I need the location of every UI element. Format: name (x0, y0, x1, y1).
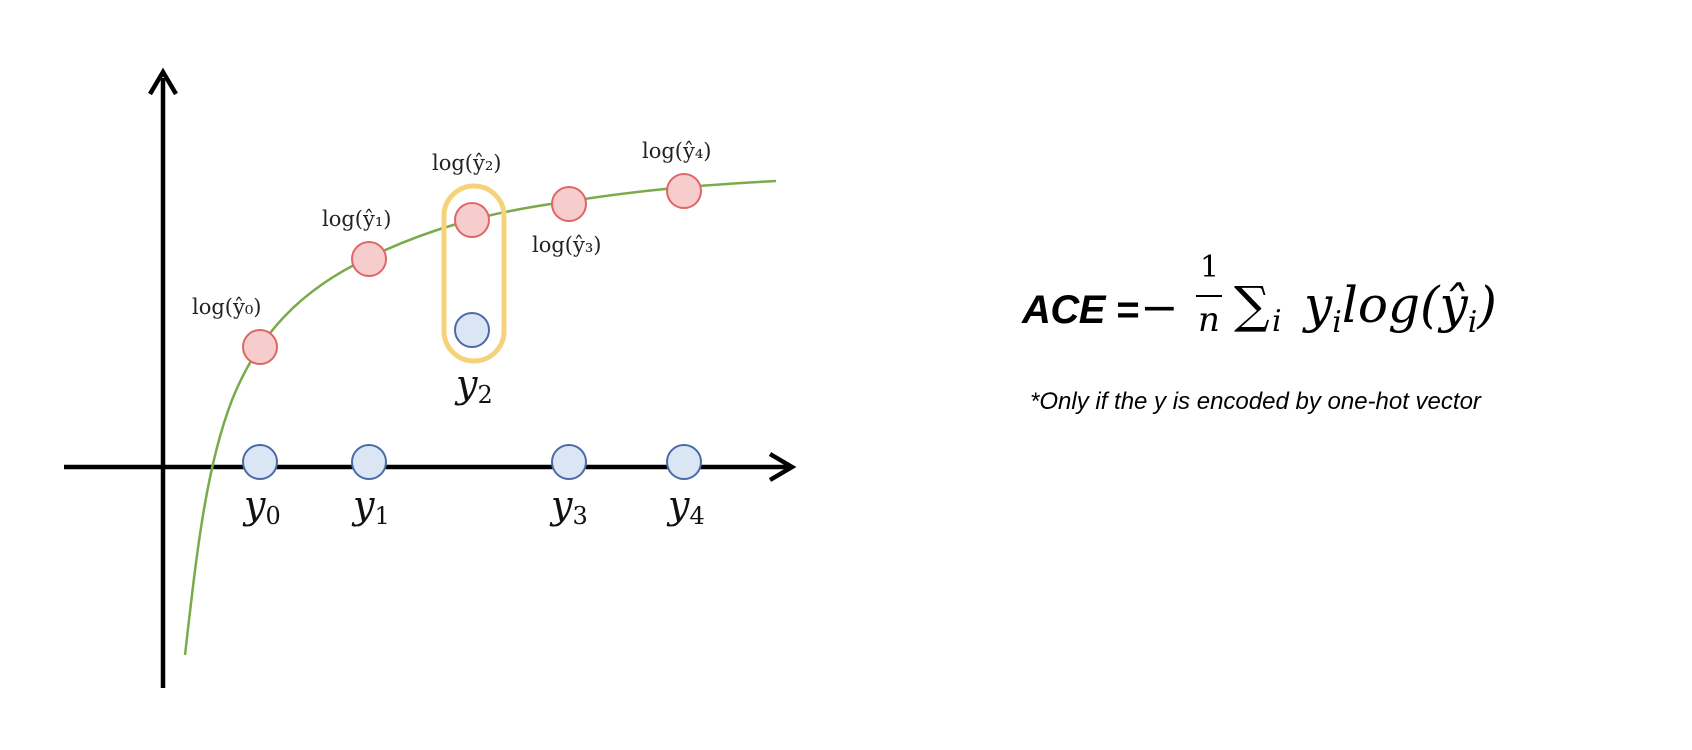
target-point-0 (242, 444, 278, 480)
log-curve-diagram: log(ŷ₀) log(ŷ₁) log(ŷ₂) log(ŷ₃) log(ŷ₄) … (64, 67, 797, 688)
formula-minus: − (1140, 280, 1179, 334)
log-curve (183, 179, 777, 656)
formula-yhat-sub: i (1467, 305, 1478, 340)
pred-label-1: log(ŷ₁) (322, 207, 391, 231)
pred-point-3 (551, 186, 587, 222)
target-label-4: y4 (666, 483, 705, 530)
formula-y: y (1304, 276, 1333, 334)
pred-label-0: log(ŷ₀) (192, 295, 261, 319)
x-axis-arrow-icon (768, 452, 797, 482)
target-point-3 (551, 444, 587, 480)
y-axis-arrow-icon (148, 67, 178, 96)
formula-yhat: ŷ (1439, 276, 1468, 334)
formula-log: log( (1341, 276, 1440, 334)
formula-term: yilog(ŷi) (1304, 276, 1497, 340)
pred-label-2: log(ŷ₂) (432, 151, 501, 175)
formula-sigma: ∑ (1234, 276, 1270, 334)
formula-fraction-bar (1196, 295, 1222, 297)
pred-point-0 (242, 329, 278, 365)
pred-point-4 (666, 173, 702, 209)
target-point-2 (454, 312, 490, 348)
highlight-box (441, 183, 507, 364)
target-point-1 (351, 444, 387, 480)
formula-close: ) (1477, 276, 1497, 334)
formula-lhs: ACE = (1022, 288, 1139, 332)
one-hot-note: *Only if the y is encoded by one-hot vec… (1030, 388, 1481, 415)
pred-point-1 (351, 241, 387, 277)
ace-formula: ACE = − 1 n ∑ i yilog(ŷi) (1022, 250, 1622, 368)
target-label-1: y1 (351, 483, 390, 530)
pred-point-2 (454, 202, 490, 238)
formula-sigma-sub: i (1272, 304, 1282, 339)
target-point-4 (666, 444, 702, 480)
formula-y-sub: i (1332, 305, 1342, 340)
pred-label-3: log(ŷ₃) (532, 233, 601, 257)
pred-label-4: log(ŷ₄) (642, 139, 711, 163)
target-label-0: y0 (242, 483, 281, 530)
target-label-2: y2 (454, 362, 493, 409)
formula-denominator: n (1198, 300, 1220, 340)
formula-numerator: 1 (1200, 250, 1220, 285)
target-label-3: y3 (549, 483, 588, 530)
